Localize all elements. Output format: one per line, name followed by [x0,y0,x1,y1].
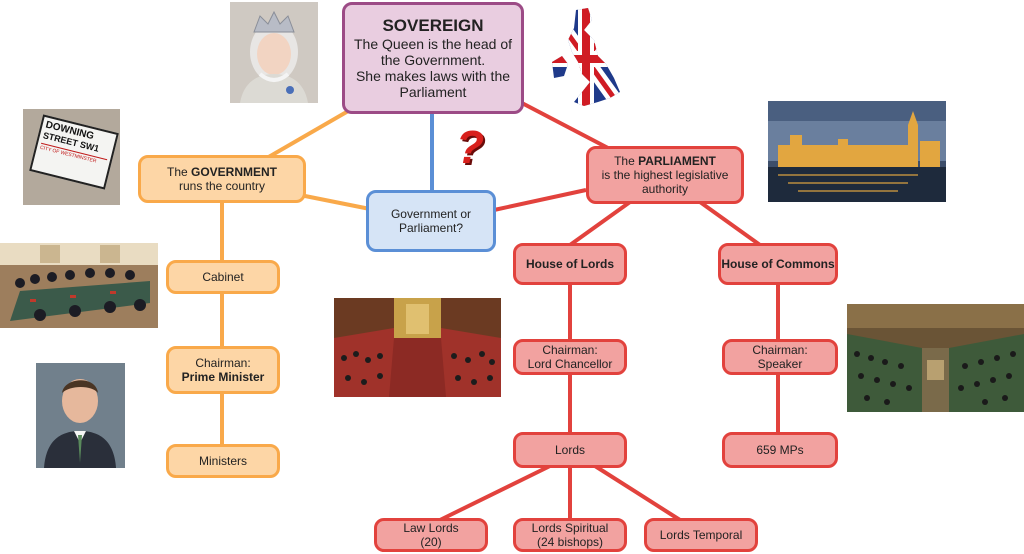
government-bold: GOVERNMENT [191,165,278,179]
house-of-commons-photo [847,304,1024,412]
government-line-2: runs the country [178,179,266,193]
lords-spiritual-line-1: Lords Spiritual [531,521,609,535]
sovereign-line-1: The Queen is the head of [354,36,512,52]
prime-minister-node: Chairman: Prime Minister [166,346,280,394]
sovereign-line-3: She makes laws with the [355,68,511,84]
house-of-commons-node: House of Commons [718,243,838,285]
cabinet-label: Cabinet [202,270,244,284]
downing-street-sign-photo: DOWNING STREET SW1 CITY OF WESTMINSTER [23,109,120,205]
chancellor-line-2: Lord Chancellor [527,357,613,371]
queen-photo [230,2,318,103]
sovereign-title: SOVEREIGN [382,16,484,35]
question-node: Government or Parliament? [366,190,496,252]
pm-line-1: Chairman: [195,356,251,370]
lords-spiritual-line-2: (24 bishops) [536,535,604,549]
law-lords-line-1: Law Lords [403,521,459,535]
house-of-lords-node: House of Lords [513,243,627,285]
lords-temporal-label: Lords Temporal [659,528,743,542]
lords-label: Lords [554,443,586,457]
ministers-label: Ministers [198,454,247,468]
mps-label: 659 MPs [756,443,804,457]
parliament-node: The PARLIAMENT is the highest legislativ… [586,146,744,204]
law-lords-line-2: (20) [420,535,442,549]
government-prefix: The [166,165,191,179]
cabinet-meeting-photo [0,243,158,328]
sovereign-line-2: the Government. [380,52,486,68]
parliament-line-3: authority [641,182,689,196]
prime-minister-photo [36,363,125,468]
house-of-lords-label: House of Lords [525,257,614,271]
government-line-1: The GOVERNMENT [167,165,277,179]
street-sign: DOWNING STREET SW1 CITY OF WESTMINSTER [29,114,119,190]
speaker-line-1: Chairman: [752,343,808,357]
parliament-line-2: is the highest legislative [601,168,729,182]
house-of-lords-photo [334,298,501,397]
ministers-node: Ministers [166,444,280,478]
lord-chancellor-node: Chairman: Lord Chancellor [513,339,627,375]
law-lords-node: Law Lords (20) [374,518,488,552]
house-of-commons-label: House of Commons [721,257,835,271]
question-mark-icon: ? [455,121,485,173]
houses-of-parliament-photo [768,101,946,202]
speaker-node: Chairman: Speaker [722,339,838,375]
parliament-bold: PARLIAMENT [638,154,716,168]
question-line-1: Government or [390,207,472,221]
parliament-line-1: The PARLIAMENT [614,154,716,168]
mps-node: 659 MPs [722,432,838,468]
pm-line-2: Prime Minister [181,370,265,384]
uk-map-flag-icon [548,6,624,112]
chancellor-line-1: Chairman: [542,343,598,357]
lords-spiritual-node: Lords Spiritual (24 bishops) [513,518,627,552]
government-node: The GOVERNMENT runs the country [138,155,306,203]
cabinet-node: Cabinet [166,260,280,294]
question-line-2: Parliament? [398,221,464,235]
parliament-prefix: The [614,154,639,168]
lords-node: Lords [513,432,627,468]
sovereign-line-4: Parliament [399,84,467,100]
speaker-line-2: Speaker [757,357,803,371]
lords-temporal-node: Lords Temporal [644,518,758,552]
sovereign-node: SOVEREIGN The Queen is the head of the G… [342,2,524,114]
